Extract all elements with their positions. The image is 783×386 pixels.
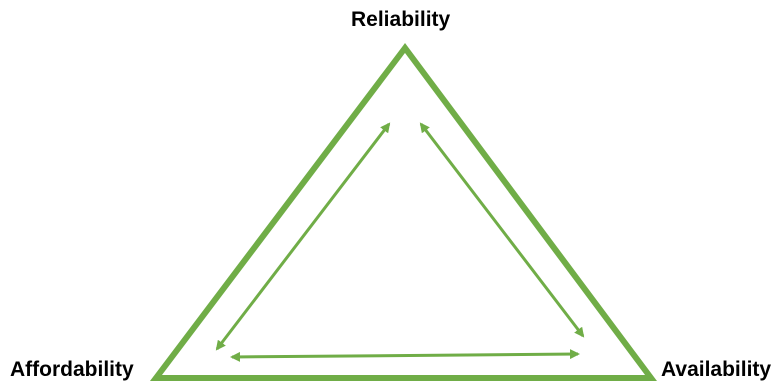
arrow-reliability-availability — [419, 122, 585, 338]
vertex-label-affordability: Affordability — [10, 358, 134, 381]
vertex-label-availability: Availability — [661, 358, 772, 381]
arrow-affordability-availability — [230, 349, 580, 362]
vertex-label-reliability: Reliability — [351, 8, 451, 31]
arrow-reliability-affordability — [215, 122, 391, 351]
